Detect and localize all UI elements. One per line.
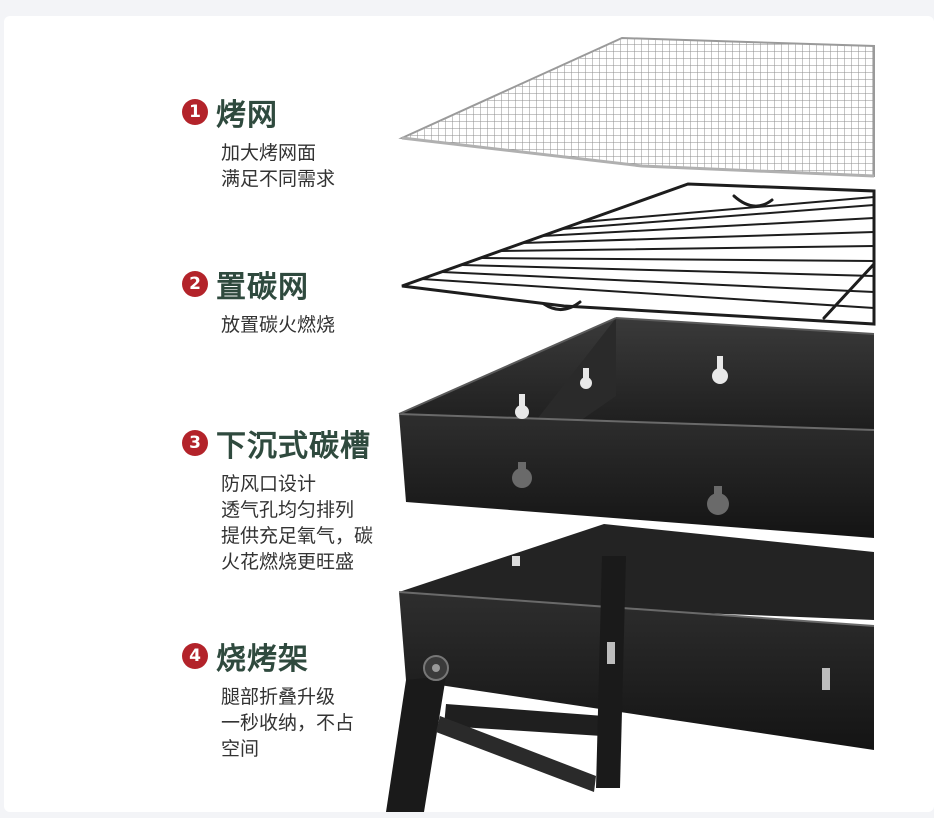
description-line: 火花燃烧更旺盛 bbox=[221, 551, 355, 573]
feature-title: 烤网 bbox=[216, 98, 278, 133]
description-line: 腿部折叠升级 bbox=[221, 686, 336, 708]
description-line: 一秒收纳，不占 bbox=[221, 712, 355, 734]
bbq-grill-exploded-image bbox=[386, 36, 876, 812]
charcoal-rack bbox=[401, 182, 876, 326]
number-badge: 1 bbox=[182, 99, 208, 125]
description-line: 放置碳火燃烧 bbox=[221, 314, 336, 336]
feature-description: 防风口设计 透气孔均匀排列 提供充足氧气，碳 火花燃烧更旺盛 bbox=[221, 471, 373, 575]
feature-folding-stand: 4 烧烤架 腿部折叠升级 一秒收纳，不占 空间 bbox=[182, 634, 354, 762]
charcoal-tray bbox=[398, 317, 875, 538]
folding-stand bbox=[386, 524, 875, 812]
description-line: 满足不同需求 bbox=[221, 168, 336, 190]
description-line: 防风口设计 bbox=[221, 473, 317, 495]
feature-title: 烧烤架 bbox=[216, 642, 309, 677]
description-line: 空间 bbox=[221, 738, 260, 760]
feature-title: 置碳网 bbox=[216, 270, 309, 305]
feature-charcoal-tray: 3 下沉式碳槽 防风口设计 透气孔均匀排列 提供充足氧气，碳 火花燃烧更旺盛 bbox=[182, 421, 373, 575]
description-line: 透气孔均匀排列 bbox=[221, 499, 355, 521]
feature-grill-mesh: 1 烤网 加大烤网面 满足不同需求 bbox=[182, 90, 335, 192]
number-badge: 3 bbox=[182, 430, 208, 456]
feature-description: 腿部折叠升级 一秒收纳，不占 空间 bbox=[221, 684, 354, 762]
feature-charcoal-rack: 2 置碳网 放置碳火燃烧 bbox=[182, 262, 335, 338]
feature-title: 下沉式碳槽 bbox=[216, 429, 371, 464]
description-line: 提供充足氧气，碳 bbox=[221, 525, 374, 547]
feature-description: 加大烤网面 满足不同需求 bbox=[221, 140, 335, 192]
number-badge: 2 bbox=[182, 271, 208, 297]
product-card: 1 烤网 加大烤网面 满足不同需求 2 置碳网 放置碳火燃烧 3 下沉式碳槽 防… bbox=[4, 16, 934, 812]
feature-description: 放置碳火燃烧 bbox=[221, 312, 335, 338]
description-line: 加大烤网面 bbox=[221, 142, 317, 164]
number-badge: 4 bbox=[182, 643, 208, 669]
grill-mesh bbox=[398, 36, 875, 178]
